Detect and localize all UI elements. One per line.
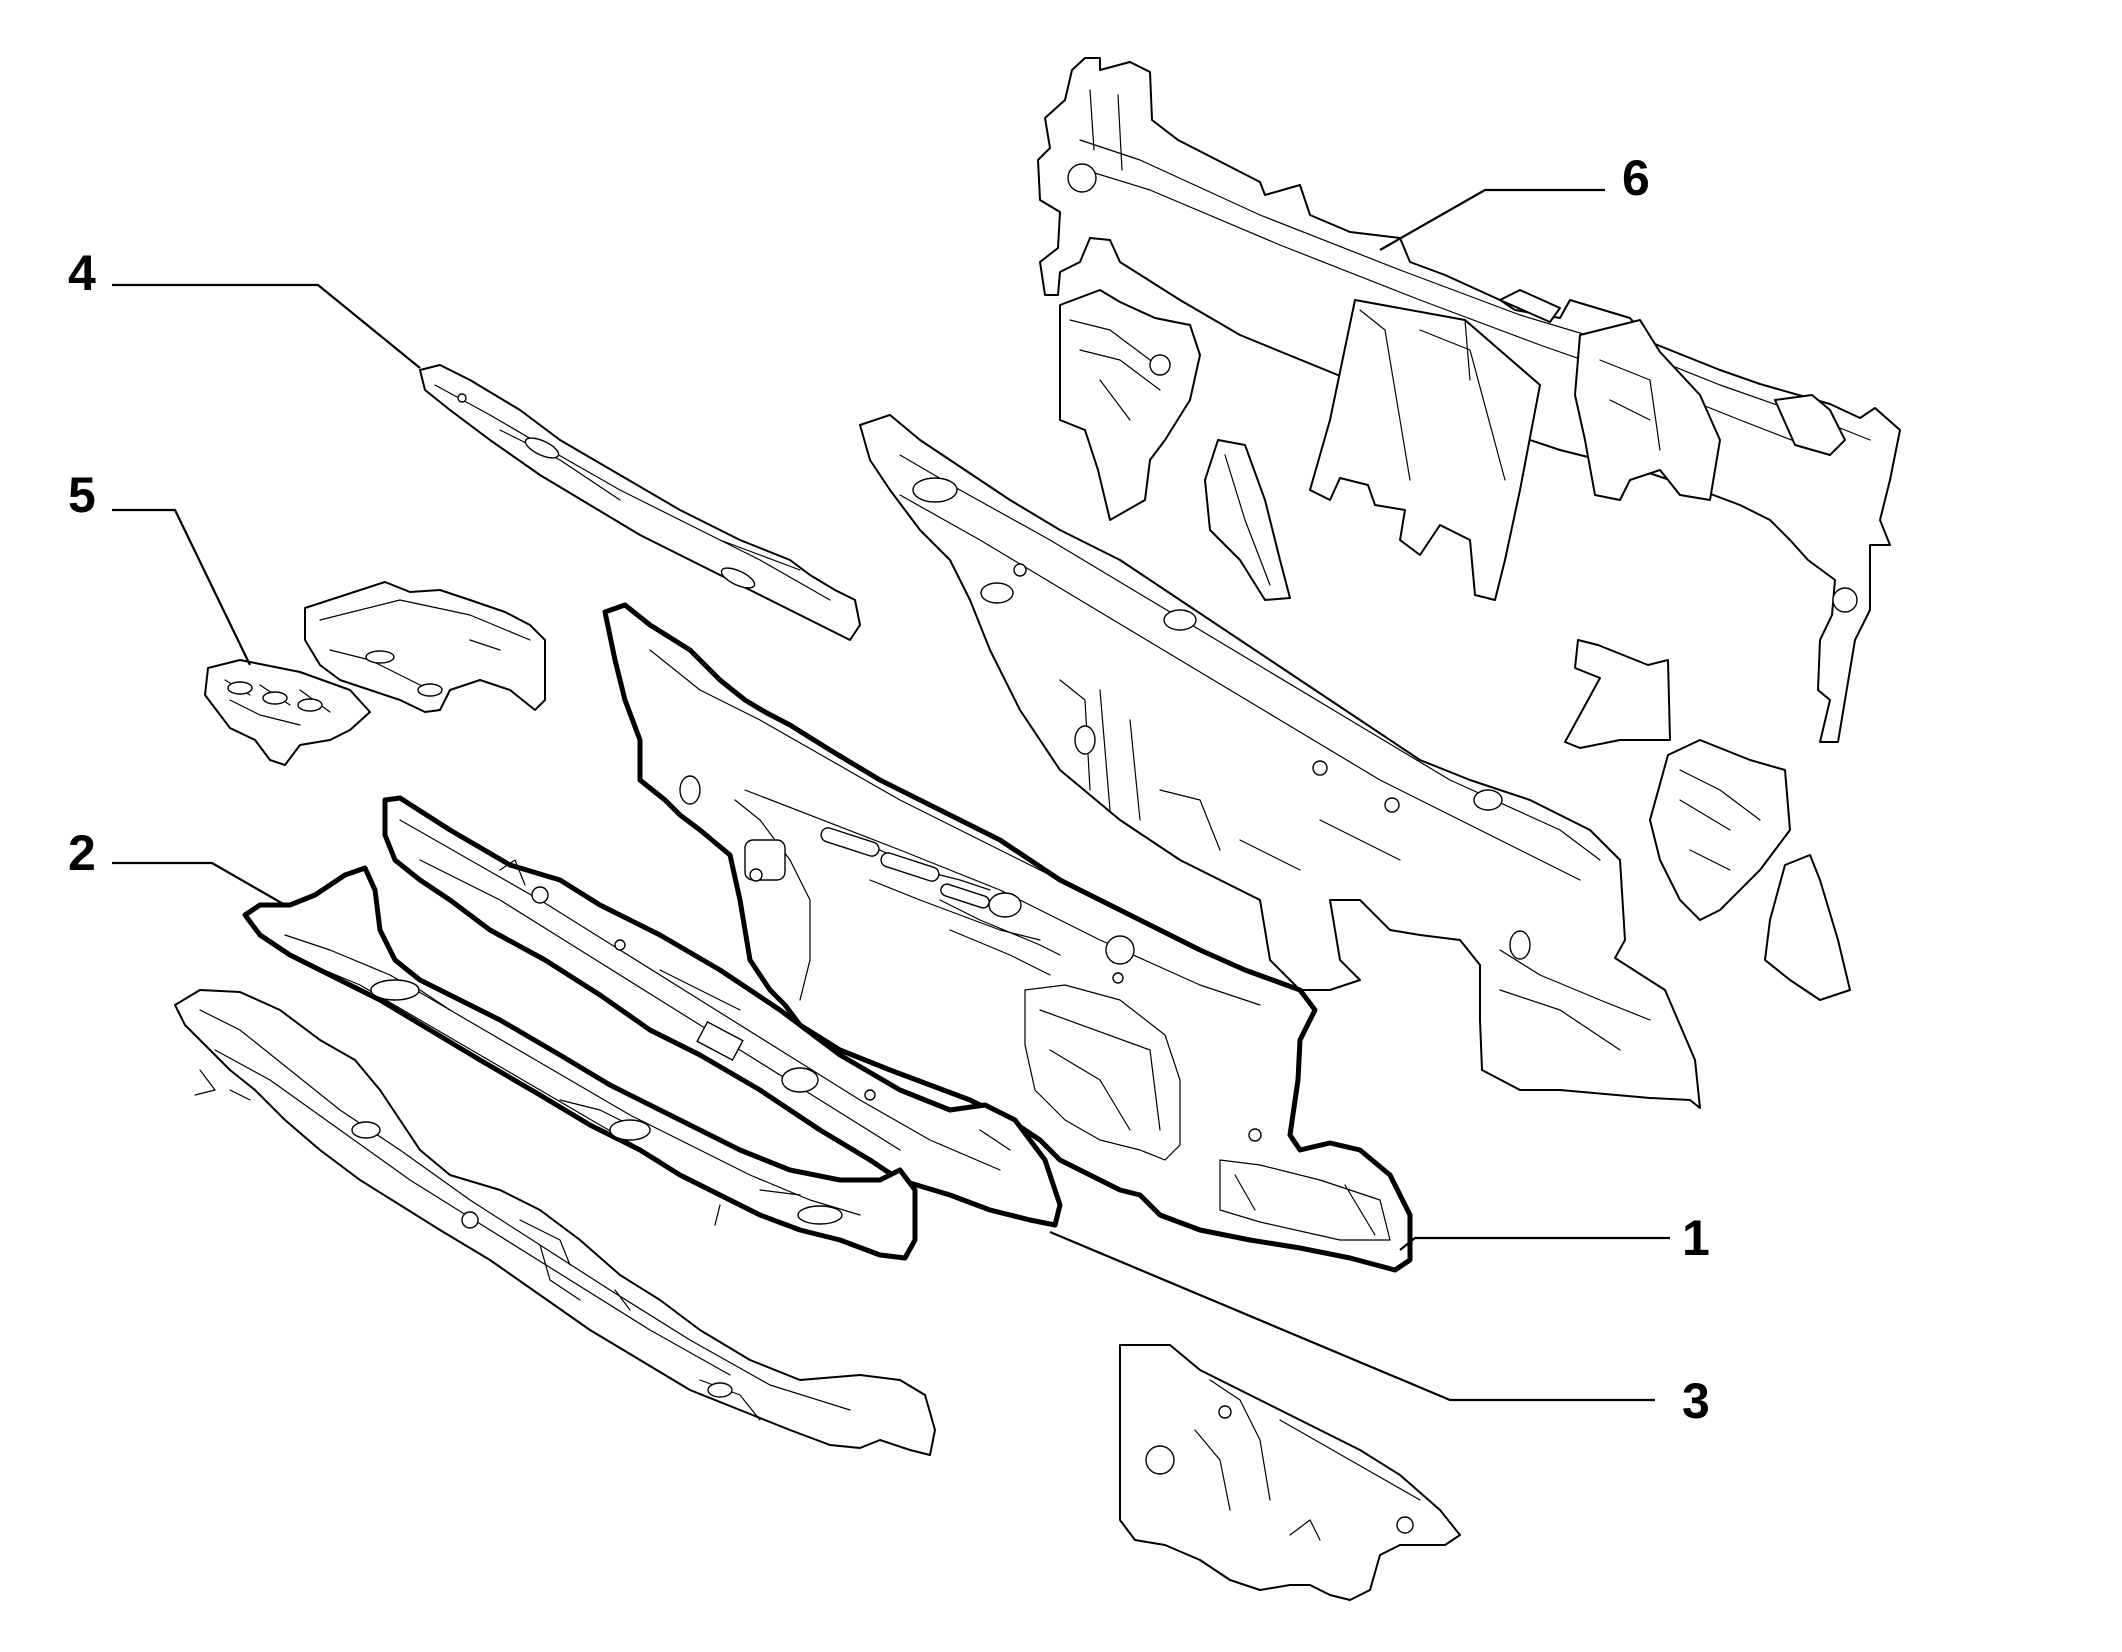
upper-dash-panel (859, 414, 1701, 1109)
lower-right-small-panel (1119, 1344, 1461, 1601)
leader-line-6 (1379, 188, 1605, 251)
lower-left-floor-panel (174, 989, 936, 1456)
callout-3: 3 (1682, 1373, 1710, 1429)
callout-1: 1 (1682, 1210, 1710, 1266)
callout-labels: 1 2 3 4 5 6 (68, 150, 1710, 1429)
leader-line-5 (112, 508, 251, 666)
part-5-tray-bracket (204, 659, 371, 766)
part-2-lower-cowl-panel (242, 865, 918, 1261)
part-6-crossmember-beam (1037, 57, 1901, 743)
callout-5: 5 (68, 467, 96, 523)
leader-line-2 (112, 861, 286, 906)
callout-6: 6 (1622, 150, 1650, 206)
part-1-main-dash-panel (602, 602, 1413, 1273)
part-4-upper-reinforcement-bar (419, 364, 861, 641)
tray-bracket-large (304, 581, 546, 713)
small-gusset-bracket-lower (1764, 854, 1851, 1001)
left-upper-bracket (1059, 289, 1201, 521)
leader-line-1 (1399, 1236, 1670, 1251)
flat-plate-bracket (1564, 639, 1671, 749)
small-gusset-bracket-upper (1204, 439, 1291, 601)
right-upper-bracket (1649, 739, 1791, 921)
part-3-mid-cross-panel (382, 795, 1063, 1228)
callout-4: 4 (68, 245, 96, 301)
leader-lines (112, 188, 1670, 1402)
leader-line-3 (1049, 1230, 1655, 1402)
leader-line-4 (112, 283, 421, 369)
callout-2: 2 (68, 825, 96, 881)
